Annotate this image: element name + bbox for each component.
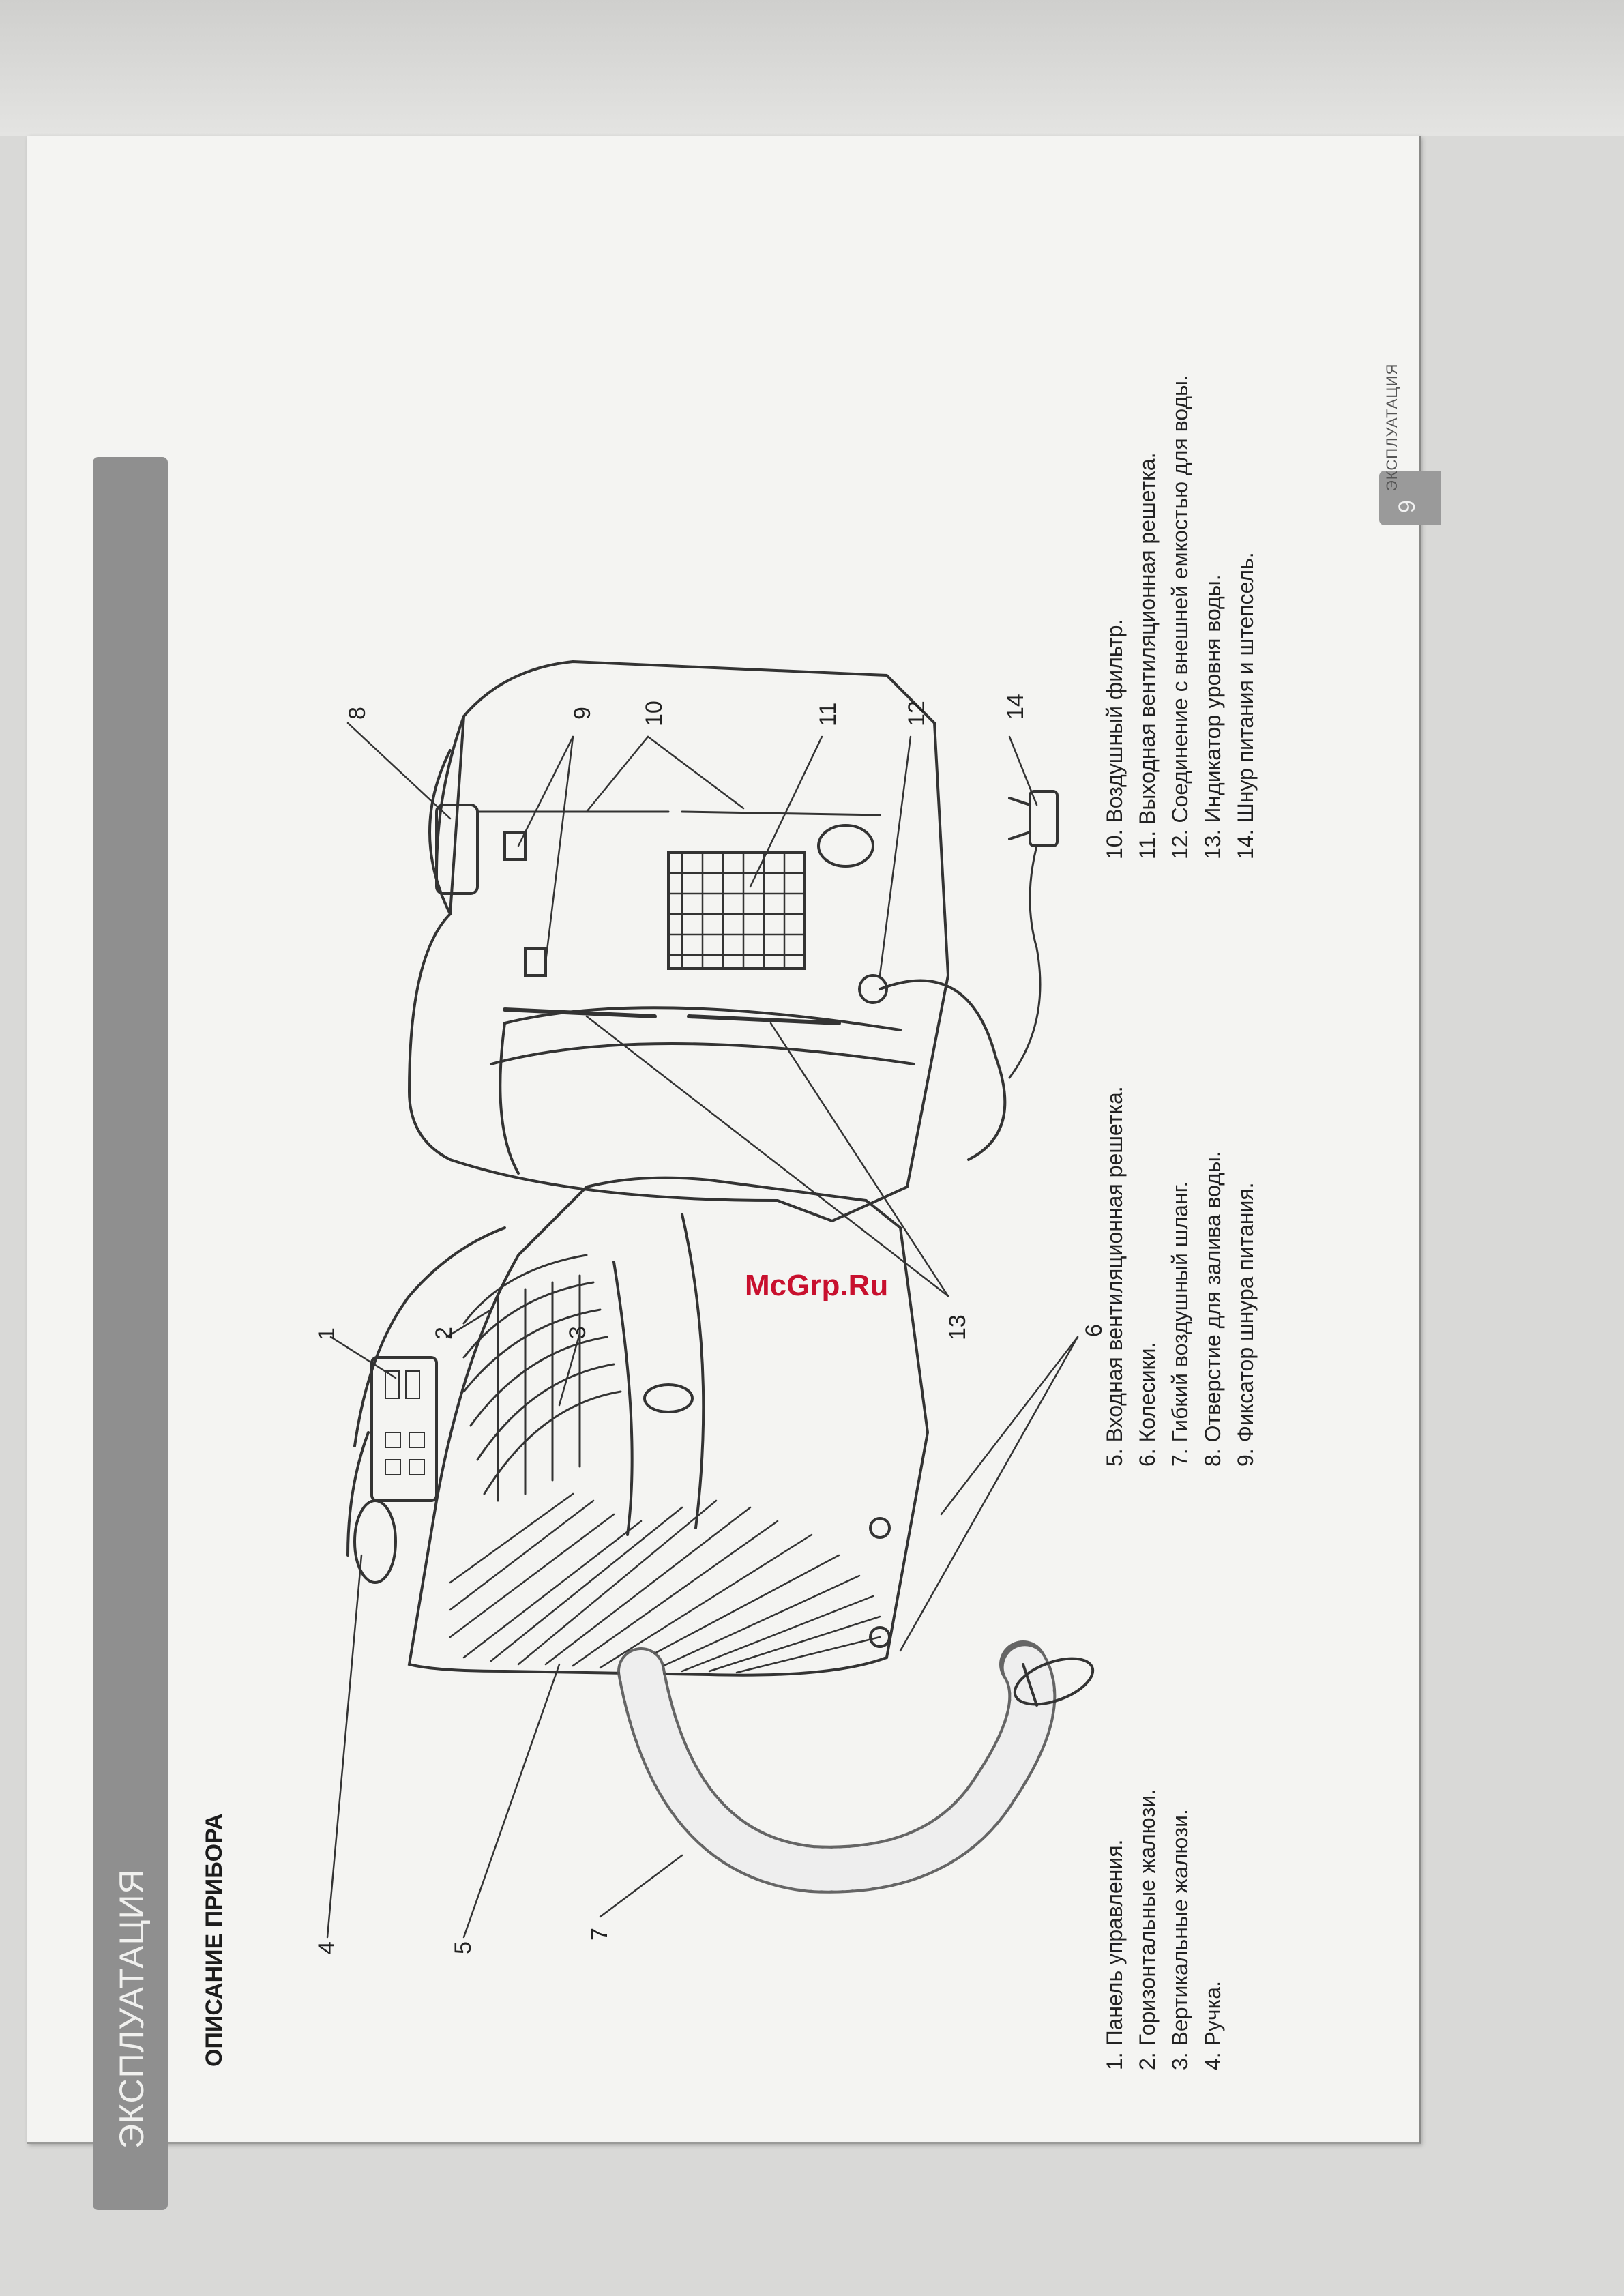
- scan-top-shadow: [0, 0, 1624, 136]
- callout-9: 9: [570, 707, 595, 720]
- appliance-diagram: 1 2 3 4 5 6 7 8 9 10 11 12 13 14: [314, 660, 1107, 1954]
- callout-14: 14: [1003, 694, 1029, 720]
- callout-4: 4: [314, 1941, 340, 1954]
- page-number-tab: 9: [1379, 471, 1441, 525]
- section-bar: ЭКСПЛУАТАЦИЯ: [93, 457, 168, 2210]
- callout-lines: [326, 722, 1079, 1939]
- callout-7: 7: [587, 1928, 612, 1941]
- callout-11: 11: [815, 703, 841, 726]
- manual-page: ЭКСПЛУАТАЦИЯ ОПИСАНИЕ ПРИБОРА 1. Панель …: [27, 136, 1441, 2210]
- rear-unit-drawing: [407, 660, 1059, 1223]
- callout-8: 8: [344, 707, 370, 720]
- callout-2: 2: [431, 1327, 457, 1340]
- callout-12: 12: [904, 701, 930, 726]
- callout-1: 1: [314, 1327, 340, 1340]
- callout-13: 13: [945, 1314, 971, 1340]
- front-unit-drawing: [346, 1176, 1095, 1894]
- callout-5: 5: [450, 1941, 476, 1954]
- callout-3: 3: [565, 1326, 591, 1339]
- callout-10: 10: [641, 701, 667, 726]
- callout-6: 6: [1081, 1324, 1107, 1337]
- watermark: McGrp.Ru: [745, 1269, 889, 1302]
